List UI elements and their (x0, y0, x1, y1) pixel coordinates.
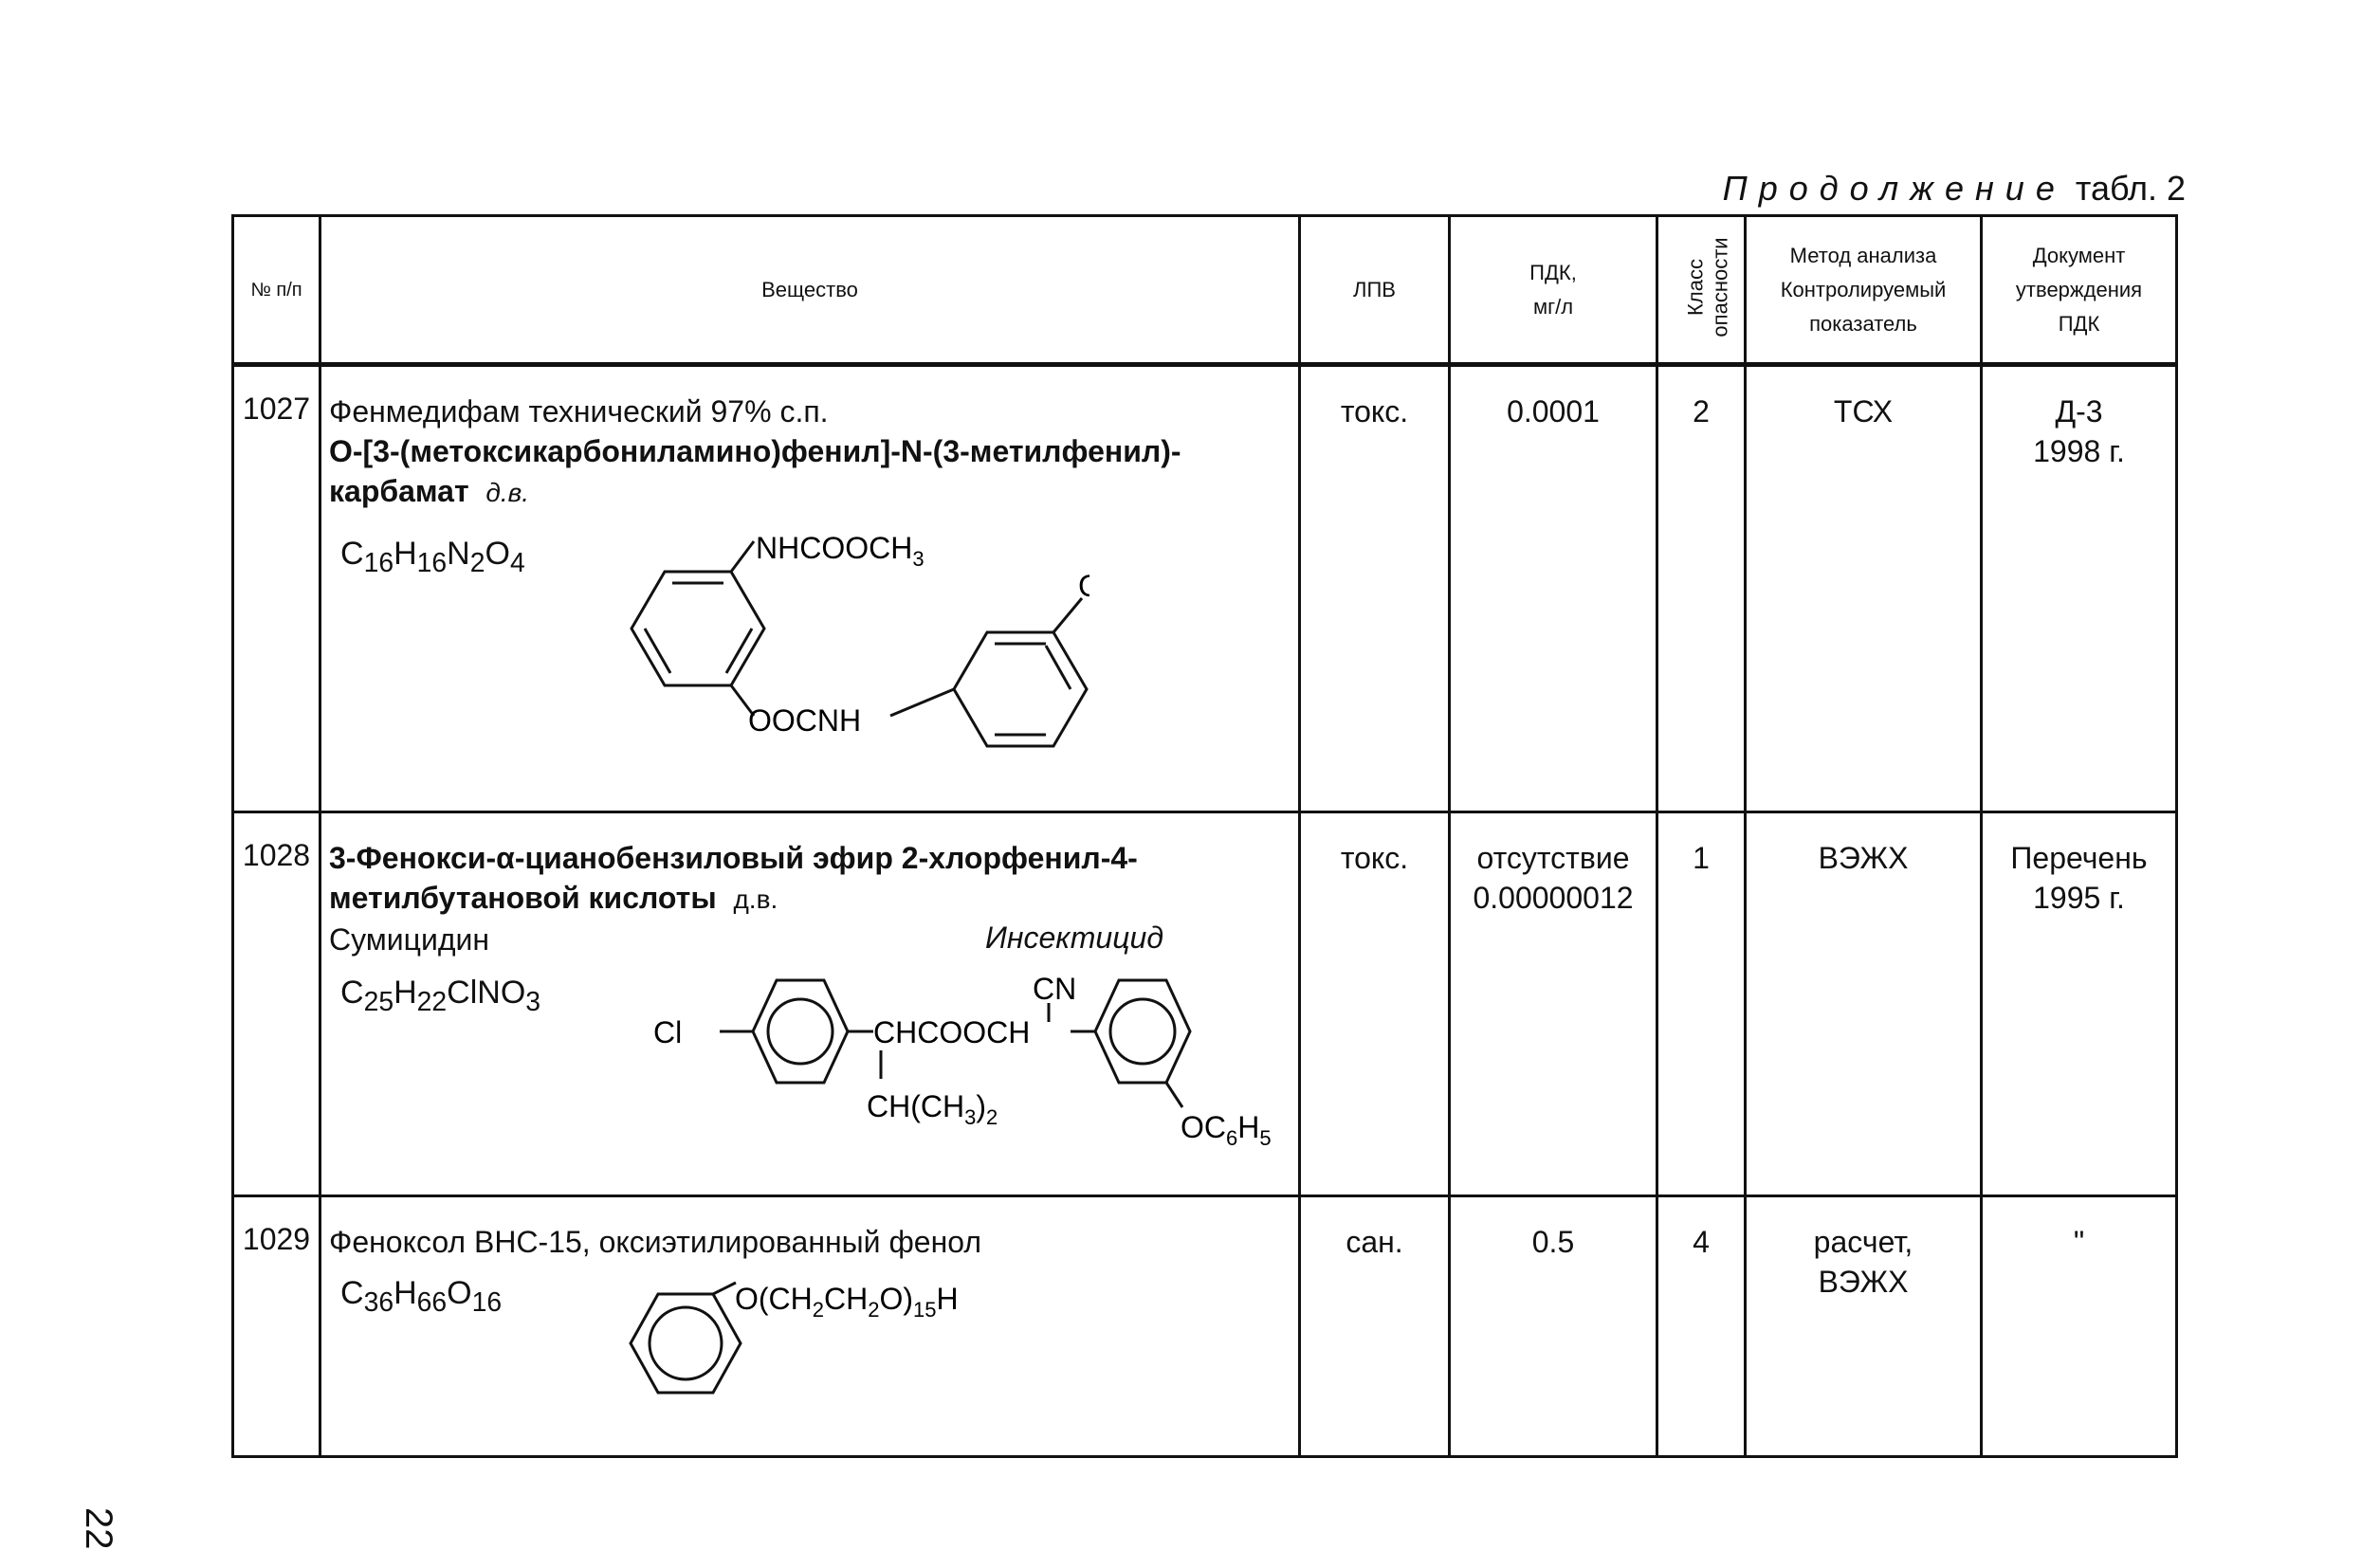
substance-name: Феноксол ВНС-15, оксиэтилированный фенол (329, 1225, 981, 1259)
substance-chemical-name: О-[3-(метоксикарбониламино)фенил]-N-(3-м… (329, 434, 1181, 468)
caption-suffix: табл. 2 (2075, 169, 2186, 208)
svg-text:CH3: CH3 (1078, 569, 1089, 609)
trade-name: Сумицидин (329, 922, 490, 957)
structure-diagram: O(CH2CH2O)15H (629, 1281, 959, 1395)
row-num: 1028 (231, 811, 321, 1197)
header-pdk: ПДК,мг/л (1448, 214, 1658, 367)
substance-cell: 3-Фенокси-α-цианобензиловый эфир 2-хлорф… (319, 811, 1301, 1197)
header-lpv: ЛПВ (1298, 214, 1451, 367)
page-number: 22 (78, 1507, 119, 1550)
svg-text:CHCOOCH: CHCOOCH (873, 1015, 1030, 1049)
document-cell: " (1980, 1194, 2178, 1458)
method-cell: ВЭЖХ (1744, 811, 1983, 1197)
method-cell: расчет,ВЭЖХ (1744, 1194, 1983, 1458)
lpv-cell: токс. (1298, 363, 1451, 813)
row-num: 1027 (231, 363, 321, 813)
method-cell: ТСХ (1744, 363, 1983, 813)
class-cell: 2 (1656, 363, 1747, 813)
table-row-1027: 1027 Фенмедифам технический 97% с.п. О-[… (231, 363, 2178, 813)
substance-cell: Фенмедифам технический 97% с.п. О-[3-(ме… (319, 363, 1301, 813)
row-num: 1029 (231, 1194, 321, 1458)
structure-diagram: Cl CN CHCOOCH CH(CH3)2 OC6H5 (653, 972, 1272, 1150)
class-cell: 1 (1656, 811, 1747, 1197)
molecular-formula: C25H22ClNO3 (340, 975, 541, 1017)
substance-name: Фенмедифам технический 97% с.п. (329, 394, 829, 429)
molecular-formula: C16H16N2O4 (340, 536, 525, 578)
substance-chemical-name-end: метилбутановой кислоты д.в. (329, 881, 778, 915)
svg-text:CN: CN (1033, 972, 1076, 1006)
pdk-cell: 0.0001 (1448, 363, 1658, 813)
substance-chemical-name-end: карбамат д.в. (329, 474, 530, 508)
structure-diagram: NHCOOCH3 CH3 OOCNH (630, 531, 1089, 748)
header-substance: Вещество (319, 214, 1301, 367)
lpv-cell: сан. (1298, 1194, 1451, 1458)
svg-text:NHCOOCH3: NHCOOCH3 (756, 531, 925, 571)
svg-text:OC6H5: OC6H5 (1181, 1110, 1272, 1150)
molecular-formula: C36H66O16 (340, 1275, 503, 1318)
svg-text:Cl: Cl (653, 1015, 682, 1049)
substance-chemical-name: 3-Фенокси-α-цианобензиловый эфир 2-хлорф… (329, 841, 1138, 875)
substance-cell: Феноксол ВНС-15, оксиэтилированный фенол… (319, 1194, 1301, 1458)
table-row-1028: 1028 3-Фенокси-α-цианобензиловый эфир 2-… (231, 811, 2178, 1197)
table-caption: Продолжение табл. 2 (1669, 169, 2186, 209)
lpv-cell: токс. (1298, 811, 1451, 1197)
svg-text:O(CH2CH2O)15H: O(CH2CH2O)15H (735, 1282, 959, 1322)
category-label: Инсектицид (985, 921, 1163, 955)
table-row-1029: 1029 Феноксол ВНС-15, оксиэтилированный … (231, 1194, 2178, 1458)
svg-text:CH(CH3)2: CH(CH3)2 (867, 1089, 998, 1129)
header-num: № п/п (231, 214, 321, 367)
class-cell: 4 (1656, 1194, 1747, 1458)
pdk-cell: 0.5 (1448, 1194, 1658, 1458)
svg-text:OOCNH: OOCNH (748, 703, 861, 738)
caption-prefix: Продолжение (1722, 169, 2066, 208)
